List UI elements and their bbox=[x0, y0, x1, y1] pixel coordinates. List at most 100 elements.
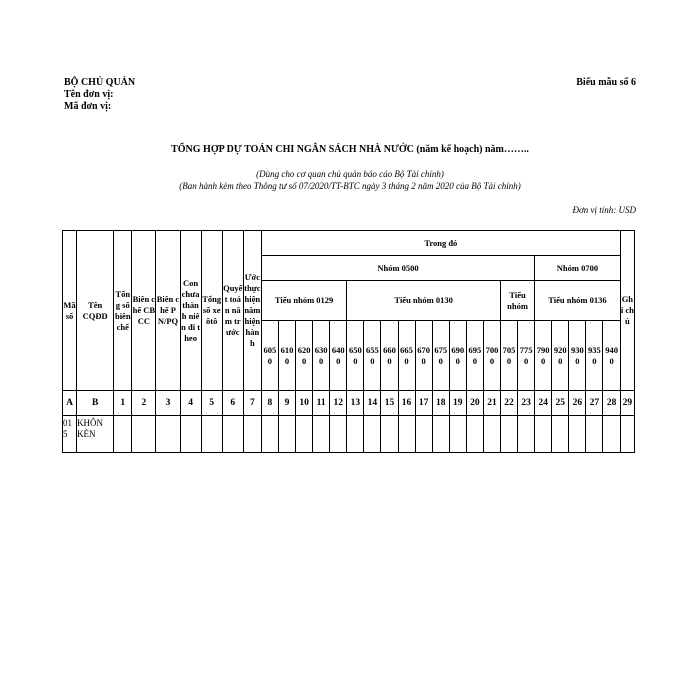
code-header-cell: 6950 bbox=[465, 320, 484, 391]
column-number-cell: 7 bbox=[242, 390, 262, 416]
col-header-uoc-thuc-hien: Ước thực hiện năm hiện hành bbox=[242, 230, 262, 391]
row-cell bbox=[277, 415, 297, 453]
agency-name: BỘ CHỦ QUẢN bbox=[64, 77, 136, 88]
column-number-cell: 2 bbox=[131, 390, 157, 416]
row-cell bbox=[312, 415, 331, 453]
column-number-cell: 11 bbox=[312, 390, 331, 416]
row-cell bbox=[179, 415, 202, 453]
row-cell bbox=[414, 415, 433, 453]
row-cell bbox=[329, 415, 348, 453]
header-nhom-0700: Nhóm 0700 bbox=[534, 255, 621, 281]
code-header-cell: 6500 bbox=[346, 320, 365, 391]
code-header-cell: 7000 bbox=[482, 320, 501, 391]
row-cell bbox=[363, 415, 382, 453]
row-cell bbox=[448, 415, 467, 453]
column-number-cell: 16 bbox=[397, 390, 416, 416]
row-cell bbox=[534, 415, 553, 453]
column-number-cell: 1 bbox=[113, 390, 133, 416]
col-header-tong-so-xe: Tổng số xe ôtô bbox=[200, 230, 223, 391]
row-cell bbox=[585, 415, 604, 453]
column-number-cell: B bbox=[76, 390, 115, 416]
column-number-cell: 19 bbox=[448, 390, 467, 416]
code-header-cell: 6550 bbox=[363, 320, 382, 391]
col-header-con-chua-thanh-nien: Con chưa thành niên đi theo bbox=[179, 230, 202, 391]
row-cell bbox=[619, 415, 636, 453]
unit-name-label: Tên đơn vị: bbox=[64, 89, 114, 100]
row-cell bbox=[551, 415, 570, 453]
row-cell bbox=[568, 415, 587, 453]
row-cell bbox=[465, 415, 484, 453]
header-tieu-nhom-0130: Tiểu nhóm 0130 bbox=[346, 280, 501, 321]
code-header-cell: 6200 bbox=[295, 320, 314, 391]
code-header-cell: 7900 bbox=[534, 320, 553, 391]
code-header-cell: 9350 bbox=[585, 320, 604, 391]
col-header-bien-che-cbcc: Biên chế CBCC bbox=[131, 230, 157, 391]
row-cell bbox=[482, 415, 501, 453]
column-number-cell: 26 bbox=[568, 390, 587, 416]
header-nhom-0500: Nhóm 0500 bbox=[260, 255, 535, 281]
row-cell bbox=[221, 415, 244, 453]
column-number-cell: 6 bbox=[221, 390, 244, 416]
row-cell bbox=[397, 415, 416, 453]
col-header-quyet-toan: Quyết toán năm trước bbox=[221, 230, 244, 391]
header-tieu-nhom: Tiểu nhóm bbox=[499, 280, 536, 321]
row-cell bbox=[346, 415, 365, 453]
column-number-cell: 27 bbox=[585, 390, 604, 416]
column-number-cell: 28 bbox=[602, 390, 621, 416]
column-number-cell: 18 bbox=[431, 390, 450, 416]
col-header-bien-che-pnpq: Biên chế PN/PQ bbox=[155, 230, 181, 391]
row-cell bbox=[155, 415, 181, 453]
code-header-cell: 6750 bbox=[431, 320, 450, 391]
header-tieu-nhom-0136: Tiểu nhóm 0136 bbox=[534, 280, 621, 321]
column-number-cell: 17 bbox=[414, 390, 433, 416]
table-row: 015 KHÔN KÈN bbox=[61, 415, 636, 453]
column-number-cell: 5 bbox=[200, 390, 223, 416]
column-number-cell: 14 bbox=[363, 390, 382, 416]
code-header-cell: 9300 bbox=[568, 320, 587, 391]
column-number-cell: 4 bbox=[179, 390, 202, 416]
column-number-cell: 25 bbox=[551, 390, 570, 416]
row-cell bbox=[200, 415, 223, 453]
header-row-3: Tiểu nhóm 0129 Tiểu nhóm 0130 Tiểu nhóm … bbox=[63, 280, 635, 321]
column-number-cell: 13 bbox=[346, 390, 365, 416]
col-header-ten-cqdd: Tên CQĐD bbox=[76, 230, 115, 391]
form-number: Biểu mẫu số 6 bbox=[576, 77, 636, 88]
column-number-cell: 9 bbox=[277, 390, 297, 416]
budget-table: Mã số Tên CQĐD Tổng số biên chế Biên chế… bbox=[61, 230, 636, 453]
header-tieu-nhom-0129: Tiểu nhóm 0129 bbox=[260, 280, 348, 321]
code-header-cell: 6650 bbox=[397, 320, 416, 391]
row-cell bbox=[242, 415, 262, 453]
row-cell bbox=[380, 415, 399, 453]
row-cell bbox=[431, 415, 450, 453]
code-header-cell: 7750 bbox=[517, 320, 536, 391]
currency-unit: Đơn vị tính: USD bbox=[572, 205, 636, 215]
code-header-cell: 6400 bbox=[329, 320, 348, 391]
row-ten-cqdd: KHÔN KÈN bbox=[76, 415, 115, 453]
code-header-cell: 6600 bbox=[380, 320, 399, 391]
column-number-cell: 22 bbox=[499, 390, 519, 416]
row-cell bbox=[113, 415, 133, 453]
report-title: TỔNG HỢP DỰ TOÁN CHI NGÂN SÁCH NHÀ NƯỚC … bbox=[171, 144, 529, 155]
code-header-cell: 6300 bbox=[312, 320, 331, 391]
row-cell bbox=[260, 415, 279, 453]
code-header-cell: 9400 bbox=[602, 320, 621, 391]
column-number-cell: 3 bbox=[155, 390, 181, 416]
column-number-cell: 23 bbox=[517, 390, 536, 416]
row-cell bbox=[295, 415, 314, 453]
col-header-ghi-chu: Ghi chú bbox=[619, 230, 636, 391]
column-number-cell: 10 bbox=[295, 390, 314, 416]
row-ma-so: 015 bbox=[61, 415, 78, 453]
column-number-cell: 20 bbox=[465, 390, 484, 416]
column-number-cell: 15 bbox=[380, 390, 399, 416]
col-header-ma-so: Mã số bbox=[61, 230, 78, 391]
code-header-cell: 6100 bbox=[277, 320, 297, 391]
header-row-1: Mã số Tên CQĐD Tổng số biên chế Biên chế… bbox=[61, 230, 636, 391]
column-number-cell: A bbox=[61, 390, 78, 416]
column-number-cell: 24 bbox=[534, 390, 553, 416]
header-trong-do: Trong đó bbox=[260, 230, 621, 256]
code-header-cell: 6900 bbox=[448, 320, 467, 391]
code-header-cell: 7050 bbox=[499, 320, 519, 391]
column-number-cell: 8 bbox=[260, 390, 279, 416]
